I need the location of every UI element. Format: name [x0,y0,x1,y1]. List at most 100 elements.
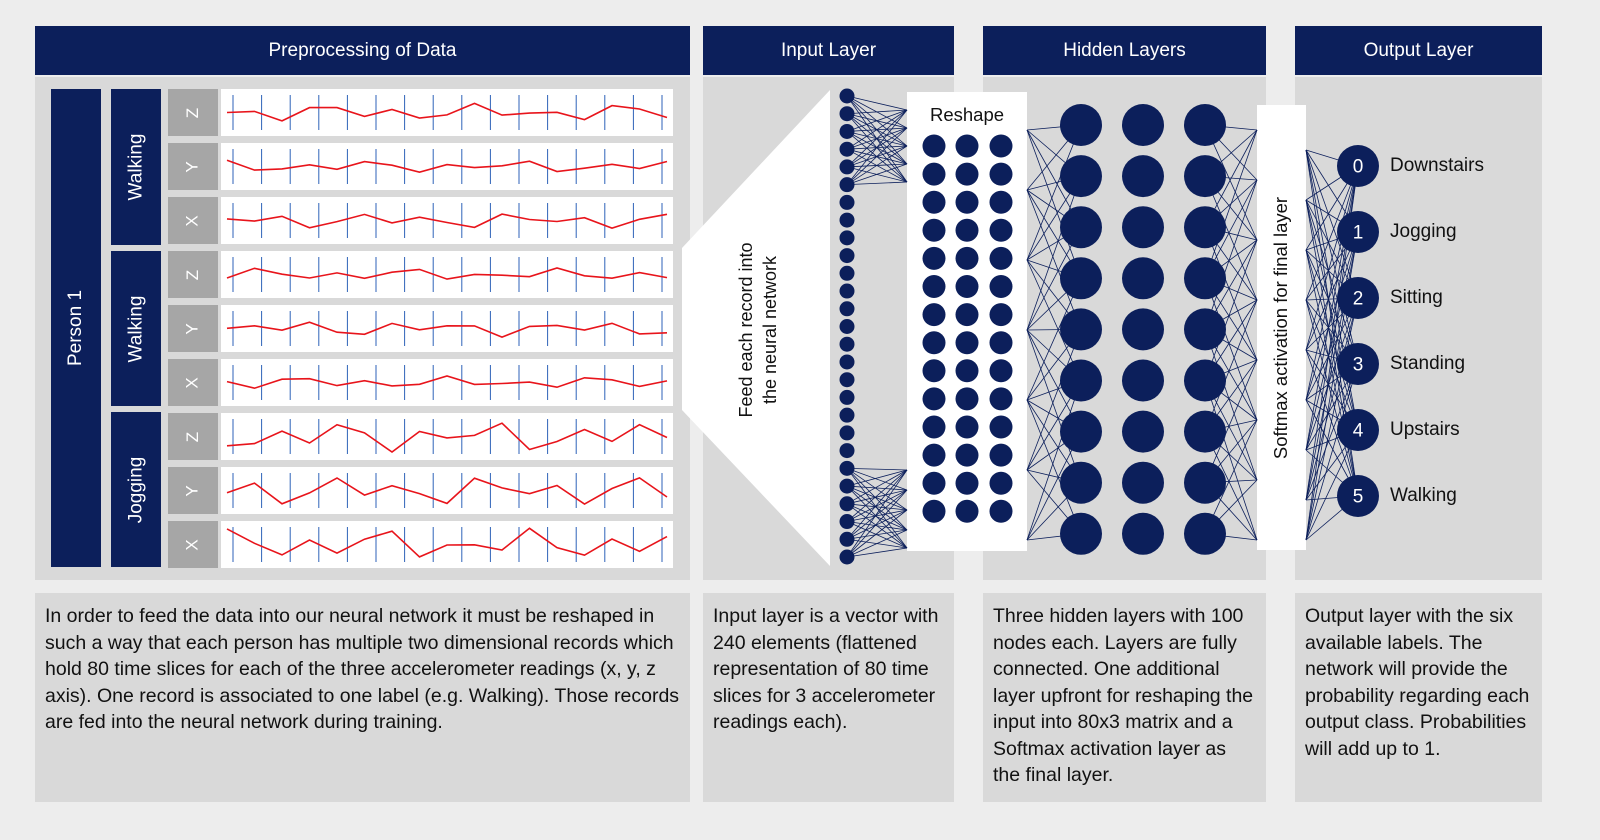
connection [846,509,908,558]
signal-line [226,267,668,280]
connection [1204,278,1258,421]
connection [1026,189,1082,330]
output-node [1337,343,1379,385]
activity-label-walking-2: Walking [111,251,161,406]
connection [1305,297,1359,541]
input-node [839,425,855,441]
reshape-node [922,387,946,411]
connection [846,127,908,185]
connection [1204,359,1258,483]
output-index: 1 [1353,223,1364,244]
reshape-node [955,499,979,523]
hidden-node [1184,461,1226,504]
connection [846,485,908,491]
hidden-node [1060,461,1102,504]
header-output-layer: Output Layer [1295,26,1542,75]
connection [846,489,908,558]
connection [846,503,908,531]
reshape-node [989,499,1013,523]
header-input-layer: Input Layer [703,26,954,75]
reshape-node [922,190,946,214]
input-node [839,496,855,512]
connection [846,109,908,185]
hidden-node [1184,308,1226,351]
connection [846,163,908,186]
input-node [839,407,855,423]
connection [846,489,908,540]
connection [1026,329,1082,483]
connection [846,489,908,522]
input-node [839,354,855,370]
reshape-node [922,471,946,495]
reshape-node [989,415,1013,439]
input-node [839,514,855,530]
connection [1305,165,1359,351]
connection [846,521,908,531]
signal-strip [221,521,673,568]
hidden-node [1184,206,1226,249]
signal-line [226,422,668,453]
signal-strip [221,359,673,406]
input-node [839,230,855,246]
description-input-layer: Input layer is a vector with 240 element… [703,593,954,802]
output-index: 3 [1353,355,1364,376]
connection [1026,278,1082,401]
connection [846,468,908,511]
reshape-node [955,134,979,158]
connection [1026,129,1082,279]
signal-line [226,321,668,338]
description-output-layer: Output layer with the six available labe… [1295,593,1542,802]
connection [846,485,908,531]
connection [1026,380,1082,541]
axis-label-x: X [168,197,218,244]
connection [1305,231,1359,451]
reshape-node [955,471,979,495]
hidden-node [1122,155,1164,198]
connection [846,109,908,132]
connection [846,469,908,522]
connection [1305,231,1359,401]
connection [846,145,908,185]
input-node [839,248,855,264]
connection [846,109,908,168]
connection [846,109,908,150]
signal-line [226,102,668,122]
input-node [839,336,855,352]
reshape-node [989,303,1013,327]
signal-line [226,159,668,174]
connection [846,181,908,186]
output-index: 5 [1353,487,1364,508]
signal-line [226,477,668,506]
hidden-node [1184,512,1226,555]
input-node [839,478,855,494]
activity-label-walking-1: Walking [111,89,161,245]
reshape-node [989,471,1013,495]
reshape-node [989,387,1013,411]
connection [846,529,908,540]
reshape-node [955,275,979,298]
connection [1204,124,1258,241]
input-node [839,549,855,565]
input-node [839,301,855,317]
reshape-node [989,218,1013,242]
output-label-jogging: Jogging [1390,221,1457,242]
connection [846,489,908,505]
reshape-node [989,134,1013,158]
input-node [839,531,855,547]
connection [846,469,908,487]
signal-line [226,213,668,229]
axis-label-z: Z [168,413,218,460]
reshape-node [955,190,979,214]
hidden-node [1122,104,1164,146]
connection [1305,231,1359,351]
connection [846,503,908,511]
hidden-node [1184,155,1226,198]
hidden-node [1122,512,1164,555]
connection [1305,297,1359,451]
hidden-node [1060,155,1102,198]
input-node [839,159,855,175]
feed-funnel [682,90,830,566]
output-label-walking: Walking [1390,485,1457,506]
connection [1204,239,1258,381]
